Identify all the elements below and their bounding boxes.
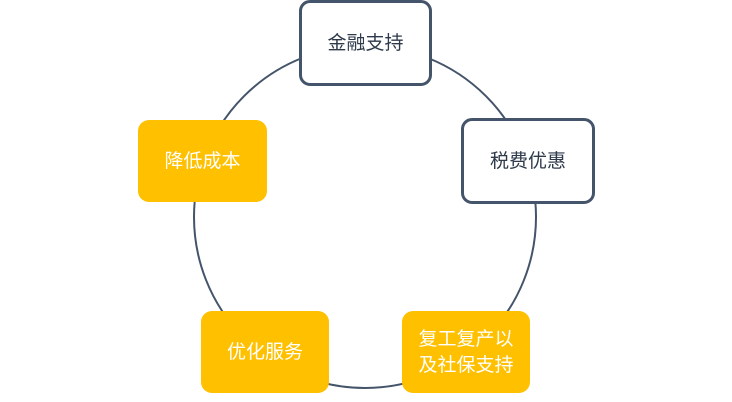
node-reduce-cost-label: 降低成本	[164, 150, 241, 172]
node-resumption-social-security[interactable]: 复工复产以及社保支持	[402, 311, 530, 393]
node-optimize-service[interactable]: 优化服务	[201, 311, 329, 393]
node-reduce-cost[interactable]: 降低成本	[138, 120, 267, 202]
node-tax-relief-label: 税费优惠	[489, 150, 566, 172]
node-financial-support[interactable]: 金融支持	[299, 0, 432, 86]
node-optimize-service-label: 优化服务	[226, 341, 303, 363]
node-tax-relief[interactable]: 税费优惠	[461, 118, 595, 204]
node-financial-support-label: 金融支持	[327, 32, 404, 54]
node-resumption-social-security-label: 复工复产以及社保支持	[418, 328, 514, 376]
